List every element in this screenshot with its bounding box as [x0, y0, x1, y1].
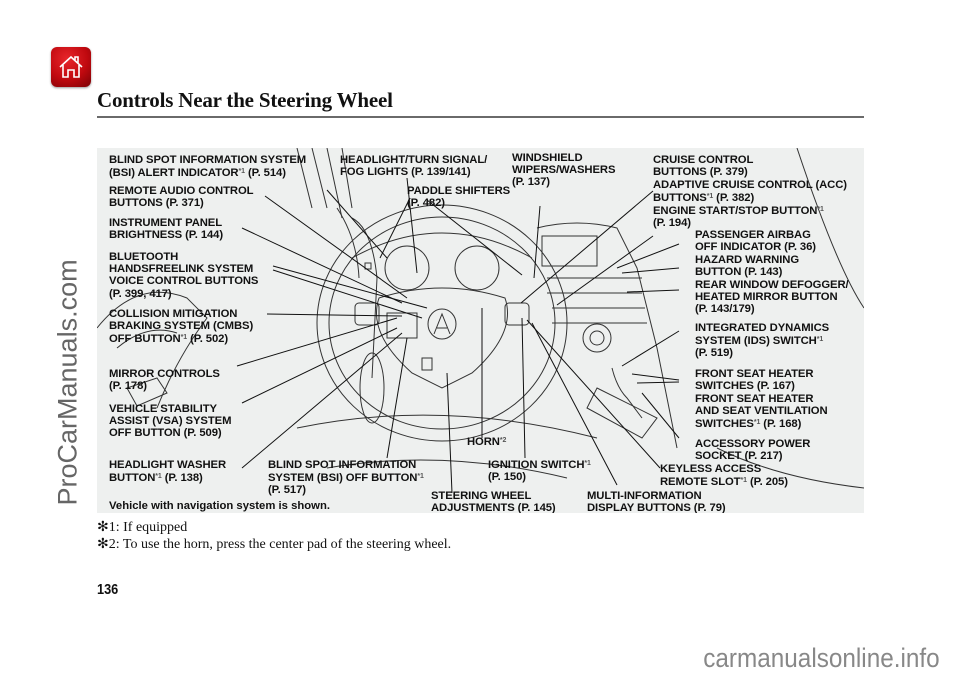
home-button[interactable] [51, 47, 91, 87]
steering-wheel-diagram: BLIND SPOT INFORMATION SYSTEM (BSI) ALER… [97, 148, 864, 513]
footnote-2: ✻2: To use the horn, press the center pa… [97, 537, 452, 552]
label-engine-start-stop: ENGINE START/STOP BUTTON*1 (P. 194) [653, 205, 824, 230]
label-ignition-switch: IGNITION SWITCH*1 (P. 150) [488, 459, 591, 484]
diagram-note: Vehicle with navigation system is shown. [109, 500, 330, 512]
label-windshield-wipers: WINDSHIELD WIPERS/WASHERS (P. 137) [512, 152, 616, 189]
instrument-cluster [351, 232, 533, 259]
shift-lever [611, 367, 643, 419]
interface-dial [582, 323, 612, 353]
label-cmbs-off-button: COLLISION MITIGATION BRAKING SYSTEM (CMB… [109, 308, 254, 346]
label-accessory-power-socket: ACCESSORY POWER SOCKET (P. 217) [695, 438, 811, 463]
label-headlight-turn-signal: HEADLIGHT/TURN SIGNAL/ FOG LIGHTS (P. 13… [340, 154, 488, 179]
title-divider [97, 116, 864, 118]
center-console [536, 222, 678, 449]
footnote-1: ✻1: If equipped [97, 520, 188, 535]
label-cruise-control-buttons: CRUISE CONTROL BUTTONS (P. 379) [653, 154, 754, 179]
label-headlight-washer-button: HEADLIGHT WASHER BUTTON*1 (P. 138) [109, 459, 227, 485]
home-icon [59, 55, 83, 78]
label-front-seat-heater: FRONT SEAT HEATER SWITCHES (P. 167) [695, 368, 814, 393]
label-keyless-access-slot: KEYLESS ACCESS REMOTE SLOT*1 (P. 205) [660, 463, 788, 489]
label-steering-wheel-adjustments: STEERING WHEEL ADJUSTMENTS (P. 145) [431, 490, 556, 513]
label-bsi-alert-indicator: BLIND SPOT INFORMATION SYSTEM (BSI) ALER… [109, 154, 307, 180]
label-acc-buttons: ADAPTIVE CRUISE CONTROL (ACC) BUTTONS*1 … [653, 179, 847, 205]
label-multi-information-buttons: MULTI-INFORMATION DISPLAY BUTTONS (P. 79… [587, 490, 726, 513]
label-mirror-controls: MIRROR CONTROLS (P. 178) [109, 368, 220, 393]
label-rear-defogger: REAR WINDOW DEFOGGER/ HEATED MIRROR BUTT… [695, 279, 849, 316]
label-seat-ventilation: FRONT SEAT HEATER AND SEAT VENTILATION S… [695, 393, 828, 431]
watermark-left: ProCarManuals.com [52, 259, 83, 506]
label-ids-switch: INTEGRATED DYNAMICS SYSTEM (IDS) SWITCH*… [695, 322, 830, 360]
acura-logo [427, 308, 457, 340]
steering-hub [375, 287, 509, 389]
watermark-bottom: carmanualsonline.info [703, 643, 940, 673]
label-paddle-shifters: PADDLE SHIFTERS (P. 482) [407, 185, 511, 210]
label-bsi-off-button: BLIND SPOT INFORMATION SYSTEM (BSI) OFF … [268, 459, 424, 497]
label-remote-audio-control: REMOTE AUDIO CONTROL BUTTONS (P. 371) [109, 185, 254, 210]
label-passenger-airbag-indicator: PASSENGER AIRBAG OFF INDICATOR (P. 36) [695, 229, 816, 254]
page-title: Controls Near the Steering Wheel [97, 88, 393, 112]
label-hazard-warning: HAZARD WARNING BUTTON (P. 143) [695, 254, 800, 279]
page-number: 136 [97, 581, 119, 598]
dashboard-illustration [97, 148, 864, 494]
label-vsa-off-button: VEHICLE STABILITY ASSIST (VSA) SYSTEM OF… [109, 403, 232, 440]
label-bluetooth-voice-buttons: BLUETOOTH HANDSFREELINK SYSTEM VOICE CON… [109, 251, 259, 300]
navigation-screen [541, 235, 598, 267]
footnotes: ✻1: If equipped ✻2: To use the horn, pre… [97, 519, 451, 553]
label-instrument-panel-brightness: INSTRUMENT PANEL BRIGHTNESS (P. 144) [109, 217, 224, 242]
label-horn: HORN*2 [467, 436, 507, 448]
